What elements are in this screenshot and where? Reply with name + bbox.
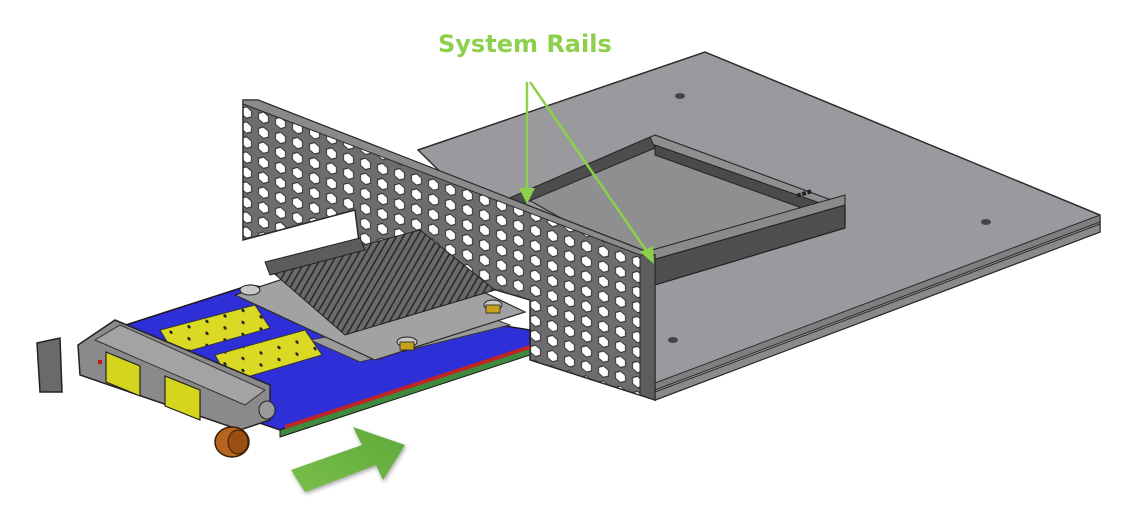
mount-hole (675, 93, 685, 99)
ejector-latch[interactable] (36, 337, 63, 393)
system-rails-label: System Rails (438, 30, 612, 58)
sfp-port-2[interactable] (164, 375, 201, 421)
arrowhead-right-rail-icon (640, 246, 654, 264)
insertion-arrow-icon (291, 427, 405, 492)
thumbscrew[interactable] (214, 400, 276, 458)
arrowhead-left-rail-icon (519, 188, 535, 204)
sfp-port-1[interactable] (105, 351, 141, 397)
heatsink (233, 229, 527, 361)
faceplate (77, 319, 271, 431)
adapter-card (36, 229, 531, 458)
pointer-right-rail (528, 81, 652, 257)
mount-hole (668, 337, 678, 343)
annotation-pointers (519, 81, 654, 264)
mount-hole (981, 219, 991, 225)
heatsink-screw (239, 284, 261, 296)
